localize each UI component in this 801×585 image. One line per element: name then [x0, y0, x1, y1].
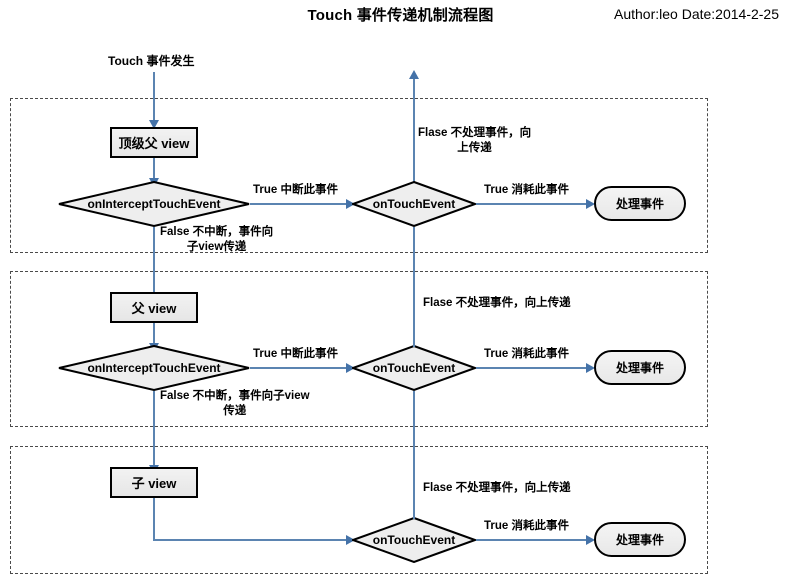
connector-parentview-to-intercept	[153, 323, 155, 349]
arrow-right-icon-child-touch	[586, 535, 595, 545]
connector-parent-intercept-false	[153, 391, 155, 473]
connector-top-bubble-out	[413, 72, 415, 184]
page-title: Touch 事件传递机制流程图	[307, 7, 494, 24]
connector-parent-bubble-up	[413, 227, 415, 347]
edge-label-top-touch-true: True 消耗此事件	[484, 184, 569, 196]
arrow-right-icon-top-touch	[586, 199, 595, 209]
connector-childview-down	[153, 498, 155, 540]
edge-label-child-touch-true: True 消耗此事件	[484, 520, 569, 532]
node-parent-touchevent[interactable]: onTouchEvent	[352, 345, 476, 391]
lane-child	[10, 446, 708, 574]
node-parent-handle[interactable]: 处理事件	[594, 350, 686, 385]
arrow-right-icon-childview	[346, 535, 355, 545]
connector-child-bubble-up	[413, 391, 415, 519]
node-child-touchevent[interactable]: onTouchEvent	[352, 517, 476, 563]
connector-top-intercept-true	[250, 203, 350, 205]
lane-top-parent	[10, 98, 708, 253]
start-label: Touch 事件发生	[108, 54, 195, 68]
connector-top-touch-true	[476, 203, 592, 205]
node-child-handle[interactable]: 处理事件	[594, 522, 686, 557]
node-parent-intercept[interactable]: onInterceptTouchEvent	[58, 345, 250, 391]
edge-label-parent-intercept-false: False 不中断，事件向子view 传递	[160, 390, 310, 417]
connector-top-intercept-false	[153, 227, 155, 299]
connector-parent-intercept-true	[250, 367, 350, 369]
edge-label-child-touch-false: Flase 不处理事件，向上传递	[423, 482, 571, 494]
node-top-parent-intercept[interactable]: onInterceptTouchEvent	[58, 181, 250, 227]
arrow-right-icon-top-intercept	[346, 199, 355, 209]
node-parent-view[interactable]: 父 view	[110, 292, 198, 323]
connector-childview-right	[153, 539, 350, 541]
edge-label-parent-intercept-true: True 中断此事件	[253, 348, 338, 360]
edge-label-top-intercept-false: False 不中断，事件向 子view传递	[160, 226, 274, 253]
edge-label-parent-touch-false: Flase 不处理事件，向上传递	[423, 297, 571, 309]
node-top-parent-handle[interactable]: 处理事件	[594, 186, 686, 221]
arrow-right-icon-parent-touch	[586, 363, 595, 373]
node-child-view[interactable]: 子 view	[110, 467, 198, 498]
connector-parent-touch-true	[476, 367, 592, 369]
arrow-up-icon-top	[409, 70, 419, 79]
connector-child-touch-true	[476, 539, 592, 541]
node-top-parent-view[interactable]: 顶级父 view	[110, 127, 198, 158]
edge-label-top-touch-false: Flase 不处理事件，向 上传递	[418, 127, 532, 154]
node-top-parent-touchevent[interactable]: onTouchEvent	[352, 181, 476, 227]
arrow-down-icon-start	[149, 120, 159, 129]
edge-label-parent-touch-true: True 消耗此事件	[484, 348, 569, 360]
arrow-right-icon-parent-intercept	[346, 363, 355, 373]
author-date-label: Author:leo Date:2014-2-25	[614, 6, 779, 22]
edge-label-top-intercept-true: True 中断此事件	[253, 184, 338, 196]
lane-parent	[10, 271, 708, 427]
connector-topview-to-intercept	[153, 158, 155, 184]
